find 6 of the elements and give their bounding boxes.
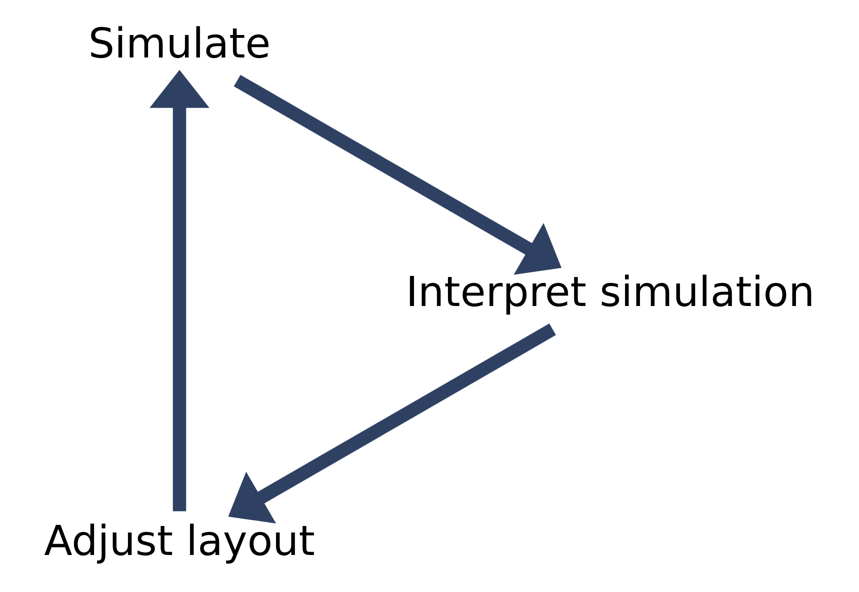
node-text: Adjust layout [44, 516, 315, 565]
arrow [228, 324, 556, 524]
node-text: Interpret simulation [406, 268, 815, 316]
arrow [150, 70, 210, 512]
node-text: Simulate [88, 19, 271, 68]
arrow [234, 74, 562, 275]
